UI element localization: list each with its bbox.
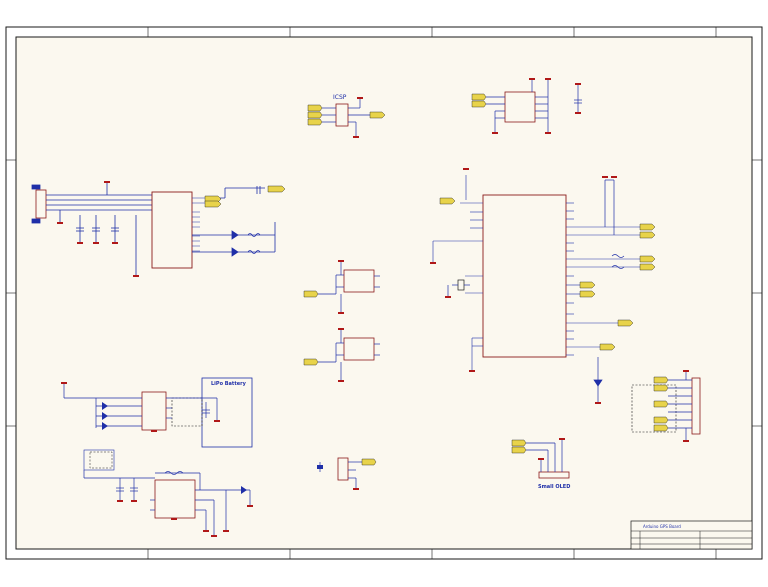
small-oled-label: Small OLED [538,484,570,490]
usb-power-caps [76,183,137,275]
title-block: Arduino GPS Board [630,520,753,550]
lipo-battery-label: LiPo Battery [211,381,247,387]
regulator-upper [303,260,380,314]
crystal [445,279,470,298]
usb-cap-link [256,186,261,194]
sheet-frame [5,26,763,560]
usb-connector [31,184,152,224]
icsp-label: ICSP [333,94,347,101]
ground-symbols-usb [57,181,139,277]
status-led [593,357,603,404]
eeprom-ic [471,78,582,134]
regulator-lower [303,328,380,382]
net-labels-usb [204,185,286,208]
gps-header-block [631,370,701,442]
usb-serial-ic [151,191,205,269]
usb-activity-leds [192,187,276,257]
boost-converter-block [83,449,253,537]
icsp-header: ICSP [307,94,386,138]
power-switch [317,457,377,490]
title-block-title: Arduino GPS Board [643,524,681,529]
small-oled-connector: Small OLED [511,438,570,490]
lipo-battery-block: LiPo Battery [61,377,253,448]
microcontroller-ic [430,168,656,372]
